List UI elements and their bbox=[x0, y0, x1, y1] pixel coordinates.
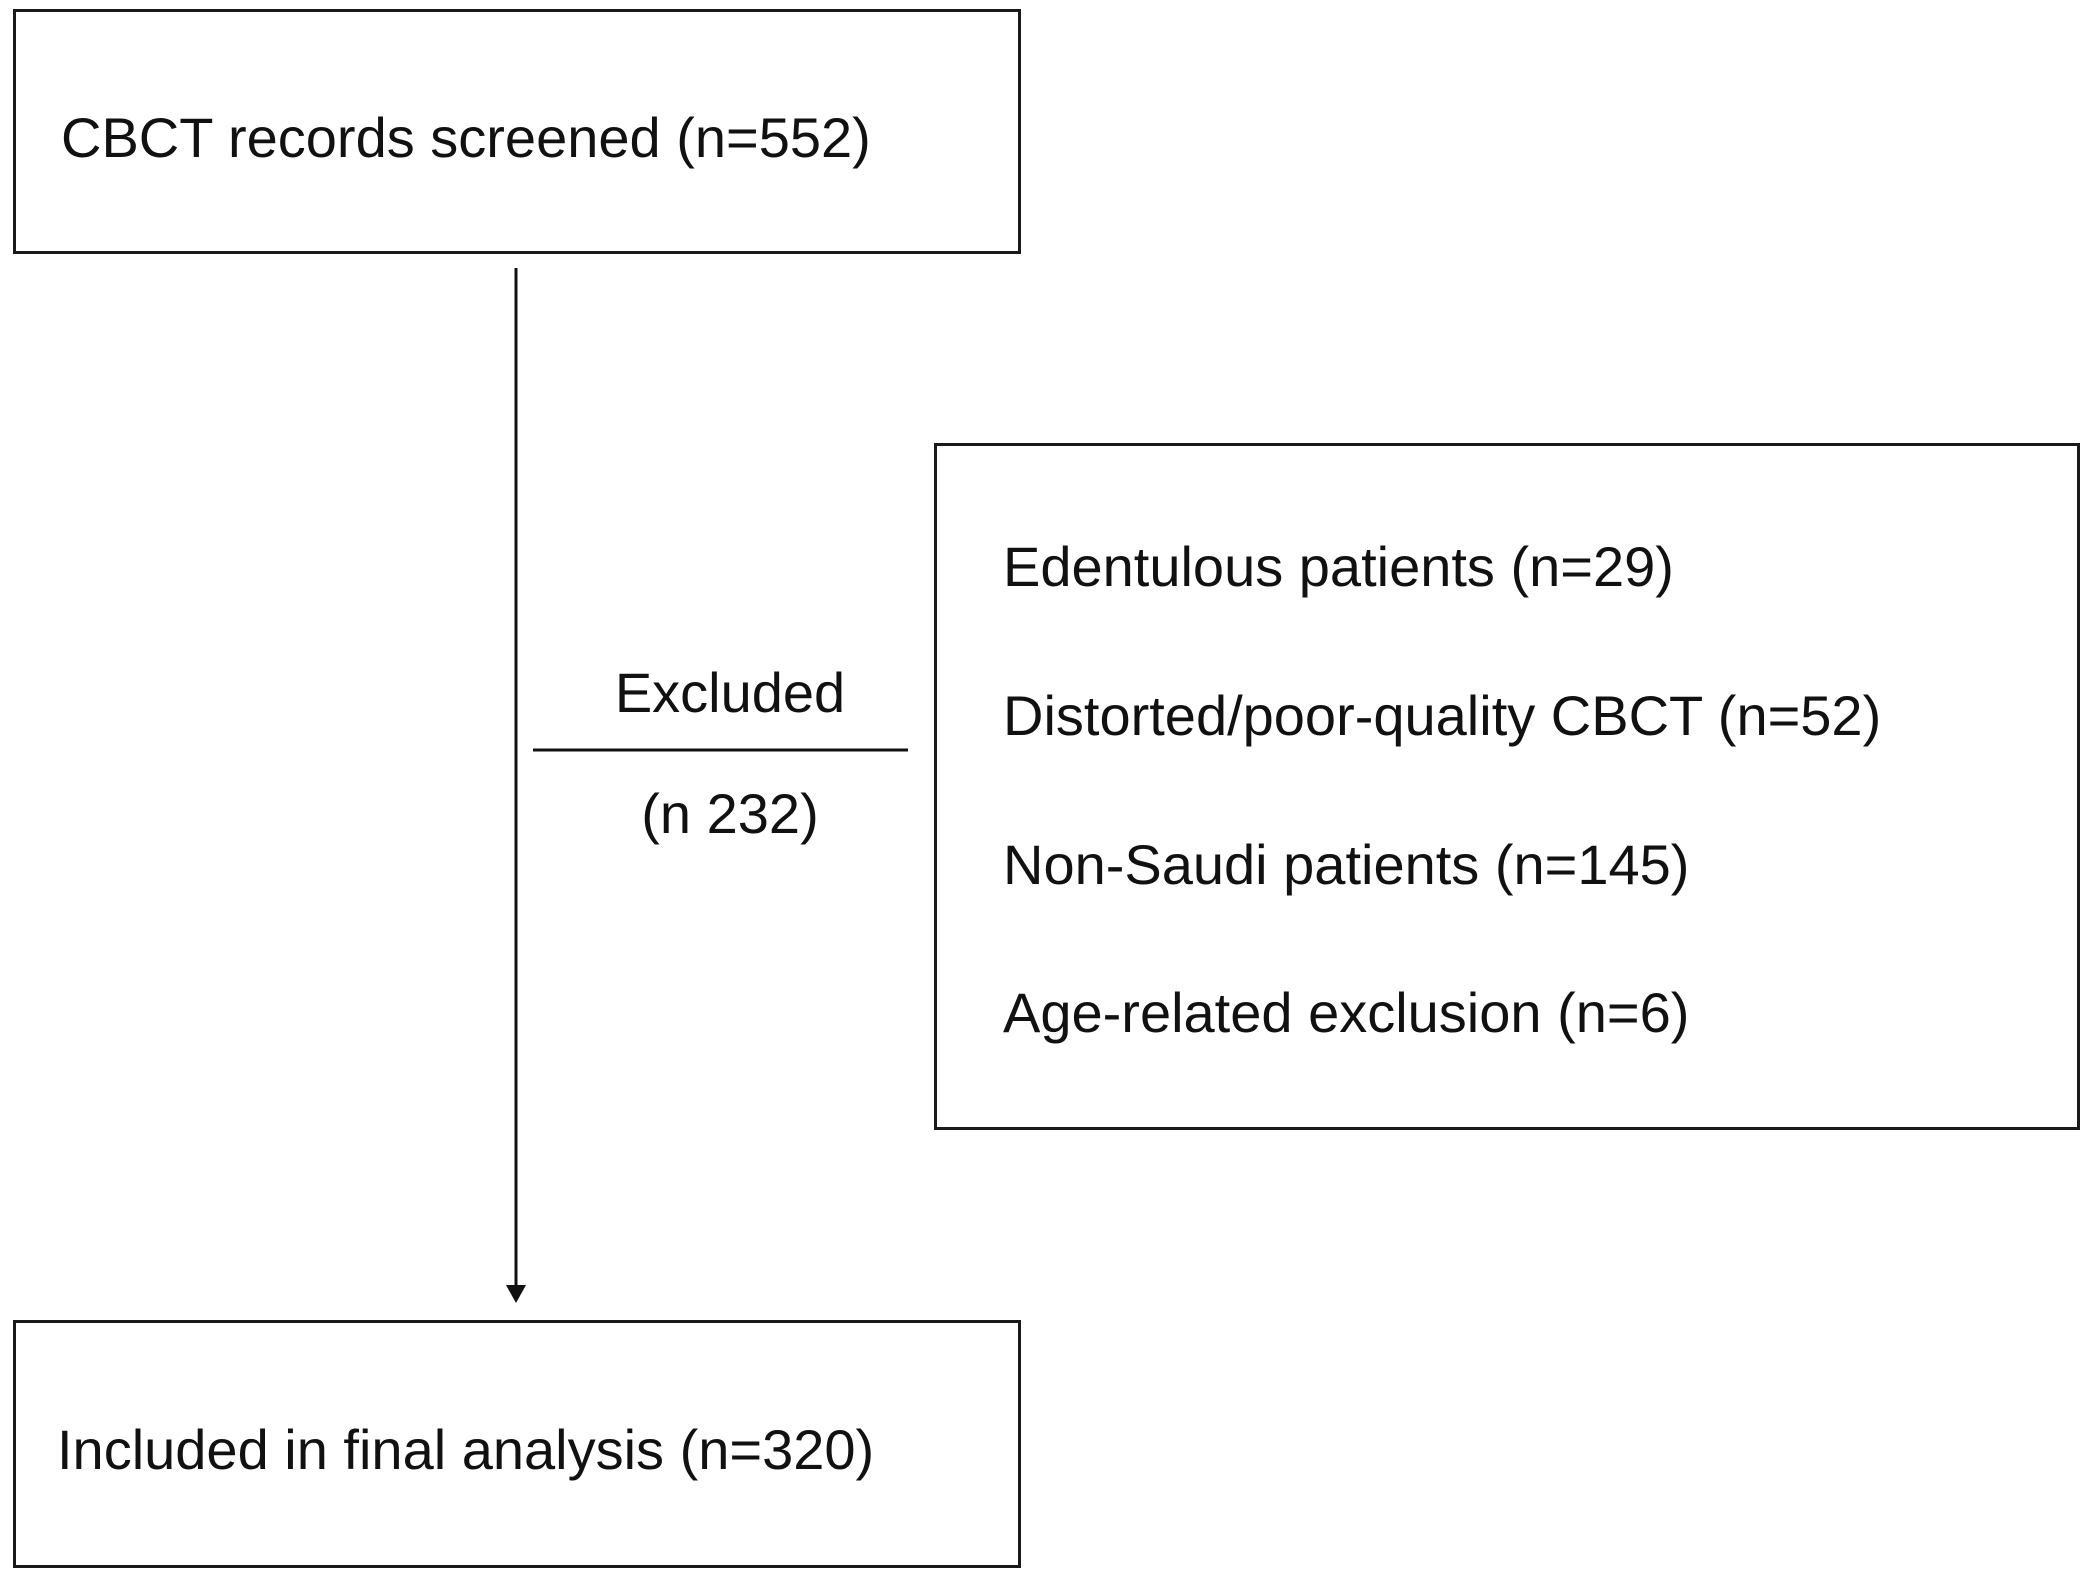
exclusion-reason-poor-quality: Distorted/poor-quality CBCT (n=52) bbox=[1003, 684, 1882, 747]
excluded-label: Excluded bbox=[614, 661, 846, 724]
exclusion-reason-non-saudi: Non-Saudi patients (n=145) bbox=[1003, 833, 1690, 896]
included-box bbox=[13, 1320, 1021, 1568]
exclusion-reason-age: Age-related exclusion (n=6) bbox=[1003, 981, 1690, 1044]
screened-label: CBCT records screened (n=552) bbox=[61, 106, 871, 169]
exclusion-reasons-box bbox=[934, 443, 2080, 1130]
excluded-count: (n 232) bbox=[641, 782, 819, 845]
included-label: Included in final analysis (n=320) bbox=[57, 1418, 875, 1481]
exclusion-reason-edentulous: Edentulous patients (n=29) bbox=[1003, 535, 1674, 598]
arrowhead-icon bbox=[506, 1285, 526, 1303]
screened-box bbox=[13, 9, 1021, 254]
